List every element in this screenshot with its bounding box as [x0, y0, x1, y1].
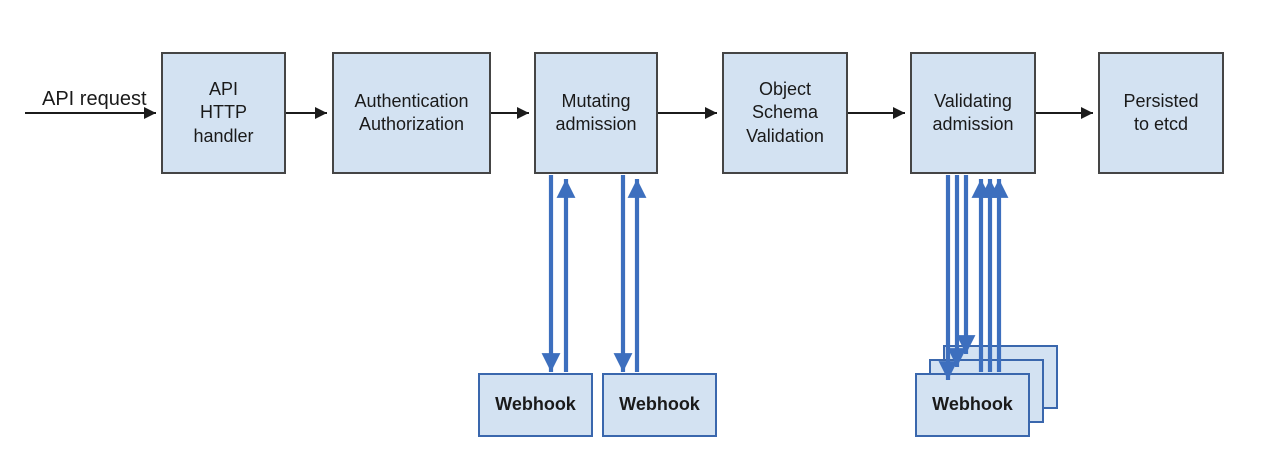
flow-box-object-schema-validation: Object Schema Validation: [722, 52, 848, 174]
mutating-webhook-arrows: [541, 175, 647, 372]
flow-box-mutating-admission: Mutating admission: [534, 52, 658, 174]
flow-box-label: Mutating admission: [555, 90, 637, 134]
flow-box-label: Persisted to etcd: [1123, 90, 1199, 134]
flow-box-label: Object Schema Validation: [746, 79, 824, 146]
flow-box-authentication-authorization: Authentication Authorization: [332, 52, 491, 174]
flow-box-persisted-to-etcd: Persisted to etcd: [1098, 52, 1224, 174]
flow-box-label: API HTTP handler: [193, 79, 254, 146]
flow-box-label: Validating admission: [932, 90, 1014, 134]
mutating-webhook-box-1: Webhook: [478, 373, 593, 437]
webhook-box-label: Webhook: [932, 394, 1013, 415]
webhook-box-label: Webhook: [619, 394, 700, 415]
flow-box-label: Authentication Authorization: [354, 90, 469, 134]
api-request-label: API request: [42, 88, 147, 110]
validating-webhook-box-front: Webhook: [915, 373, 1030, 437]
flow-box-api-http-handler: API HTTP handler: [161, 52, 286, 174]
mutating-webhook-box-2: Webhook: [602, 373, 717, 437]
webhook-box-label: Webhook: [495, 394, 576, 415]
flow-box-validating-admission: Validating admission: [910, 52, 1036, 174]
